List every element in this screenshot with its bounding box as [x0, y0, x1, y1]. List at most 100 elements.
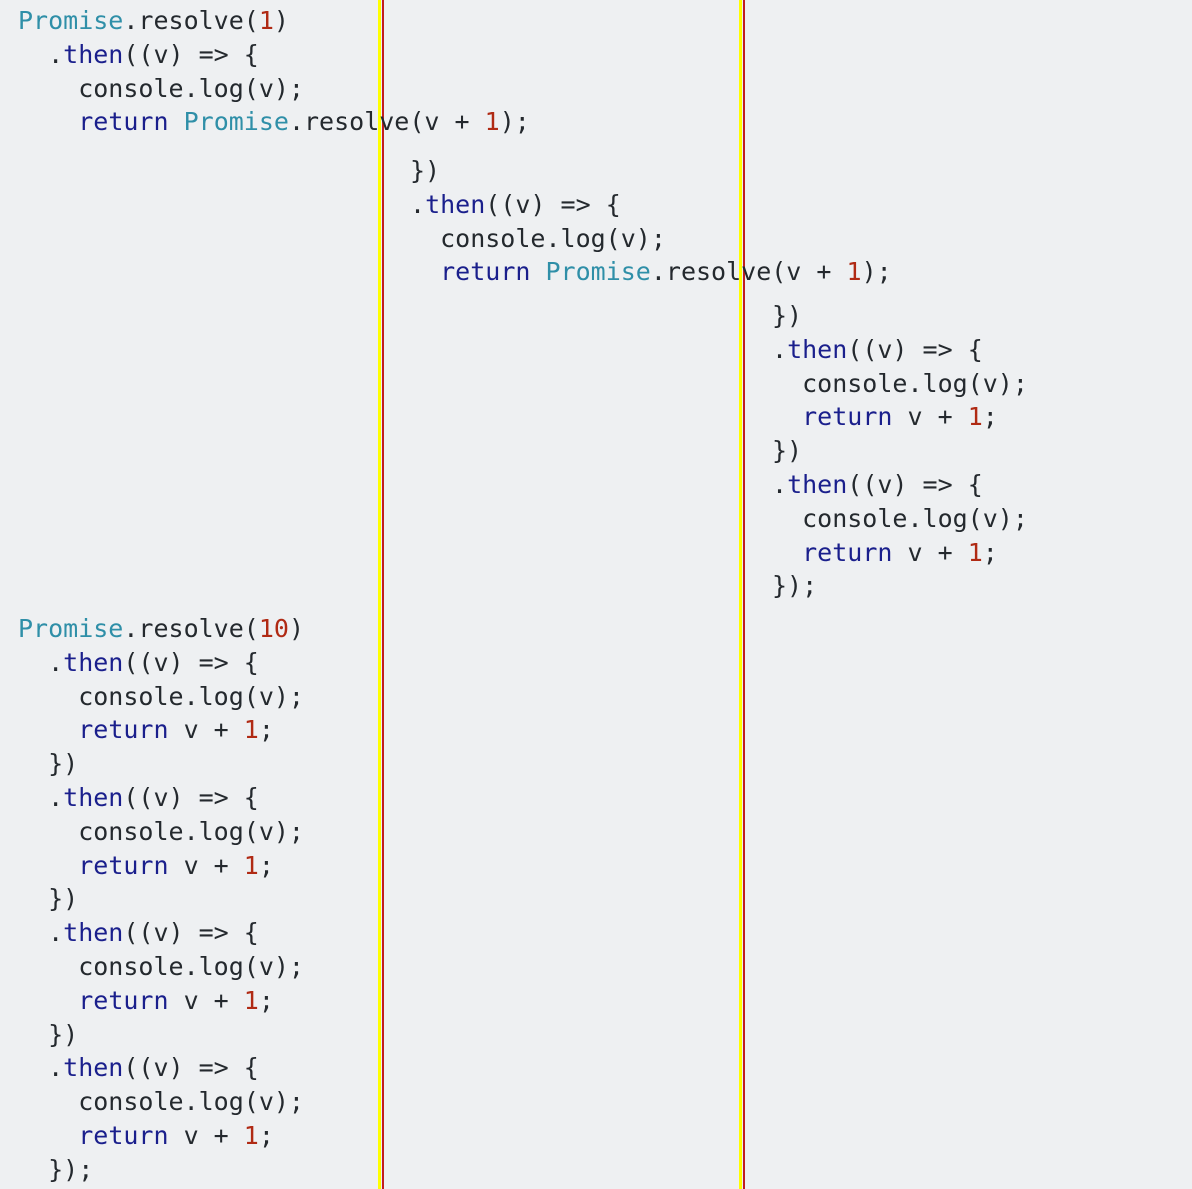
code-line: return Promise.resolve(v + 1); — [410, 257, 892, 287]
code-line: return v + 1; — [18, 715, 274, 745]
code-line: console.log(v); — [18, 1087, 304, 1117]
code-token: 1 — [258, 6, 274, 35]
code-token: ((v) => { — [123, 39, 259, 69]
code-line: Promise.resolve(10) — [18, 614, 304, 644]
code-token: }); — [772, 571, 818, 601]
code-token — [772, 402, 802, 431]
code-line: return Promise.resolve(v + 1); — [18, 107, 530, 137]
code-token: then — [787, 470, 848, 499]
code-token: ; — [258, 850, 274, 880]
code-line: }) — [772, 301, 802, 331]
code-token: Promise — [545, 257, 651, 287]
code-line: }) — [410, 156, 440, 186]
code-line: .then((v) => { — [772, 335, 983, 365]
code-token: 1 — [484, 107, 500, 137]
code-token: return — [802, 402, 893, 432]
code-token: then — [63, 783, 124, 812]
code-line: }) — [18, 749, 78, 779]
guide-line-yellow-2 — [739, 0, 742, 1189]
code-line: console.log(v); — [18, 817, 304, 847]
code-line: .then((v) => { — [18, 648, 259, 678]
code-token: ; — [982, 402, 998, 432]
code-token: . — [18, 783, 64, 812]
code-line: return v + 1; — [772, 402, 998, 432]
code-token: 1 — [243, 985, 259, 1015]
code-line: }); — [18, 1155, 93, 1185]
code-token: return — [802, 537, 893, 567]
code-token — [169, 107, 184, 136]
code-token: ); — [861, 257, 892, 287]
code-token: . — [18, 1053, 64, 1083]
code-token: ((v) => { — [847, 334, 983, 364]
code-line: return v + 1; — [772, 538, 998, 568]
code-token: . — [410, 189, 426, 219]
code-token: }) — [772, 301, 803, 330]
code-token: console.log(v); — [18, 1087, 304, 1117]
code-token: console.log(v); — [18, 952, 304, 981]
code-token: v + — [892, 537, 968, 567]
code-token: return — [78, 1121, 169, 1150]
code-token: ((v) => { — [485, 189, 621, 219]
code-line: }) — [18, 1020, 78, 1050]
code-token: Promise — [18, 614, 124, 643]
code-token — [18, 107, 78, 136]
code-token: Promise — [18, 6, 124, 35]
code-token: ; — [258, 1121, 274, 1150]
code-token: then — [787, 334, 848, 364]
code-line: console.log(v); — [772, 504, 1028, 534]
code-token: 1 — [967, 402, 983, 432]
code-token: .resolve( — [123, 6, 259, 35]
code-token: ; — [258, 985, 274, 1015]
code-token: then — [425, 189, 486, 219]
code-line: .then((v) => { — [18, 918, 259, 948]
code-line: console.log(v); — [18, 682, 304, 712]
code-token: console.log(v); — [18, 73, 304, 103]
code-token: console.log(v); — [410, 223, 666, 253]
code-line: console.log(v); — [772, 369, 1028, 399]
code-token: v + — [168, 1121, 244, 1150]
code-token: v + — [168, 985, 244, 1015]
code-token: }); — [18, 1154, 94, 1184]
code-token: console.log(v); — [772, 368, 1028, 398]
code-line: console.log(v); — [18, 952, 304, 982]
code-line: .then((v) => { — [410, 190, 621, 220]
code-line: .then((v) => { — [772, 470, 983, 500]
code-token — [530, 257, 545, 286]
code-token: console.log(v); — [18, 816, 304, 846]
code-token: .resolve( — [123, 614, 259, 643]
code-token — [18, 986, 78, 1015]
code-token: ) — [273, 6, 289, 35]
code-token: then — [63, 39, 124, 69]
code-token: Promise — [183, 107, 289, 137]
code-token: .resolve(v + — [650, 257, 847, 287]
code-token: }) — [410, 156, 441, 185]
code-token: v + — [168, 715, 244, 745]
code-token — [772, 538, 802, 567]
code-token: }) — [772, 436, 803, 466]
code-token — [410, 257, 440, 286]
code-line: }) — [18, 884, 78, 914]
code-token — [18, 715, 78, 744]
code-token: return — [78, 985, 169, 1015]
code-token: 10 — [258, 614, 289, 643]
code-token: 1 — [846, 257, 862, 287]
code-line: console.log(v); — [410, 224, 666, 254]
code-token: }) — [18, 749, 79, 779]
code-token: ; — [982, 537, 998, 567]
code-token: ((v) => { — [123, 647, 259, 677]
code-token: then — [63, 1053, 124, 1083]
code-token: .resolve(v + — [288, 107, 485, 137]
code-token: ((v) => { — [123, 918, 259, 948]
code-token — [18, 1121, 78, 1150]
code-token: 1 — [243, 715, 259, 745]
guide-line-red-1 — [382, 0, 384, 1189]
code-token: console.log(v); — [18, 681, 304, 711]
code-token: ) — [288, 614, 304, 643]
code-line: .then((v) => { — [18, 1053, 259, 1083]
code-token: ; — [258, 715, 274, 745]
code-line: console.log(v); — [18, 74, 304, 104]
code-token: . — [18, 647, 64, 677]
code-token: then — [63, 647, 124, 677]
code-token: ((v) => { — [123, 783, 259, 812]
